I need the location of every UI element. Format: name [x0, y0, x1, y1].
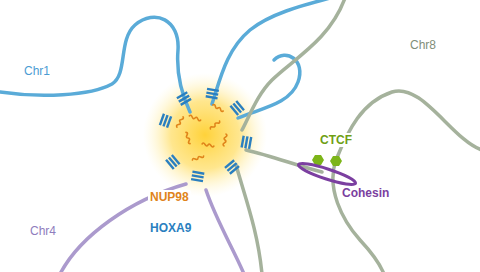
hoxa9-site: [165, 154, 180, 170]
chr1-strand: [212, 0, 330, 104]
condensate-glow: [143, 73, 267, 197]
nup98-squiggle: [192, 155, 204, 161]
chr8-strand: [236, 165, 262, 272]
hoxa9-site: [230, 100, 245, 116]
chr4-fiber: [60, 184, 244, 272]
hoxa9-sites: [159, 88, 253, 183]
chromosome-label: Chr1: [22, 64, 52, 78]
chr8-fiber: [236, 0, 480, 272]
hoxa9-site: [224, 159, 240, 174]
chromosome-label: Chr4: [28, 224, 58, 238]
protein-label: NUP98: [148, 190, 191, 204]
protein-label: CTCF: [318, 133, 354, 147]
hoxa9-site: [159, 113, 173, 128]
chr4-strand: [206, 190, 244, 272]
hoxa9-site: [176, 91, 191, 106]
cohesin-ring: [297, 160, 357, 188]
chr1-fiber: [0, 0, 330, 118]
protein-label: HOXA9: [148, 221, 193, 235]
ctcf-cohesin: [297, 155, 357, 188]
hoxa9-site: [240, 136, 252, 150]
chr1-loop: [0, 17, 190, 112]
protein-label: Cohesin: [340, 186, 391, 200]
hoxa9-site: [191, 170, 205, 182]
nup98-squiggle: [189, 115, 201, 121]
nup98-squiggle: [185, 132, 191, 144]
nup98-squiggle: [210, 120, 221, 129]
chr8-strand: [242, 0, 345, 130]
nup98-squiggles: [176, 104, 227, 161]
nup98-squiggle: [223, 134, 227, 146]
hoxa9-site: [206, 88, 220, 100]
chr8-loop: [246, 150, 322, 172]
ctcf-hexagon: [312, 155, 324, 165]
nup98-squiggle: [176, 116, 184, 128]
nup98-squiggle: [202, 143, 214, 147]
ctcf-hexagon: [330, 156, 342, 166]
chromosome-label: Chr8: [408, 38, 438, 52]
nup98-squiggle: [212, 104, 224, 112]
